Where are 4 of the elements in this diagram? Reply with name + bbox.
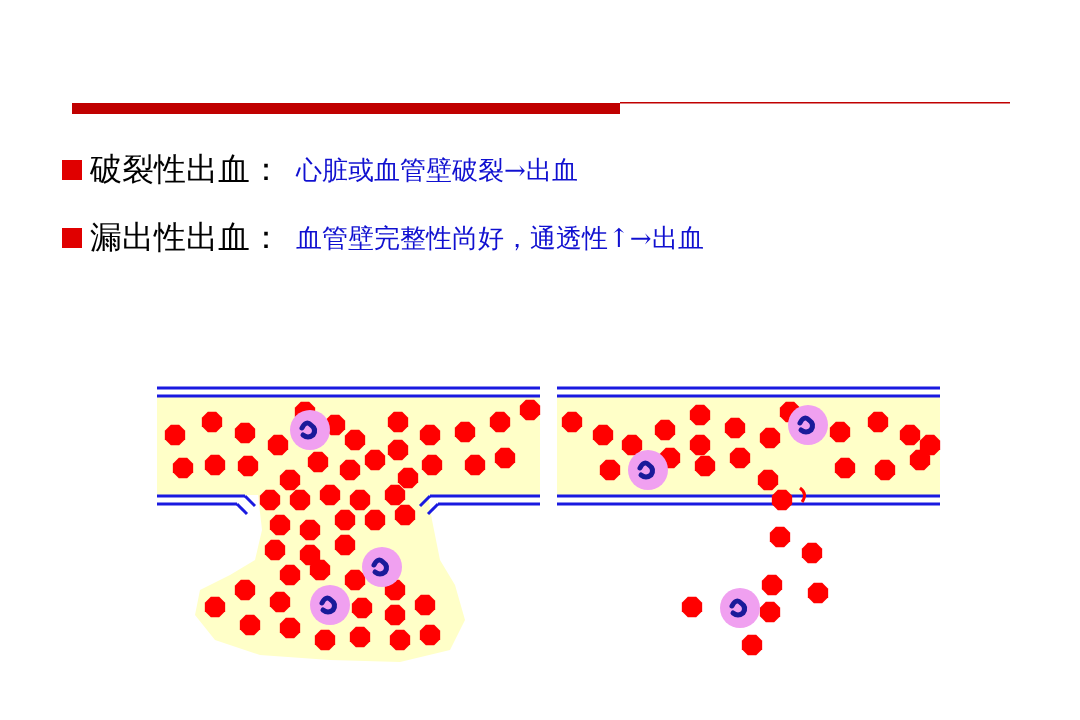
bullet-heading: 漏出性出血： [90, 217, 282, 258]
bullet-text: 心脏或血管壁破裂→出血 [296, 153, 578, 187]
bullet-text: 血管壁完整性尚好，通透性↑→出血 [296, 221, 704, 255]
bullet-heading: 破裂性出血： [90, 149, 282, 190]
